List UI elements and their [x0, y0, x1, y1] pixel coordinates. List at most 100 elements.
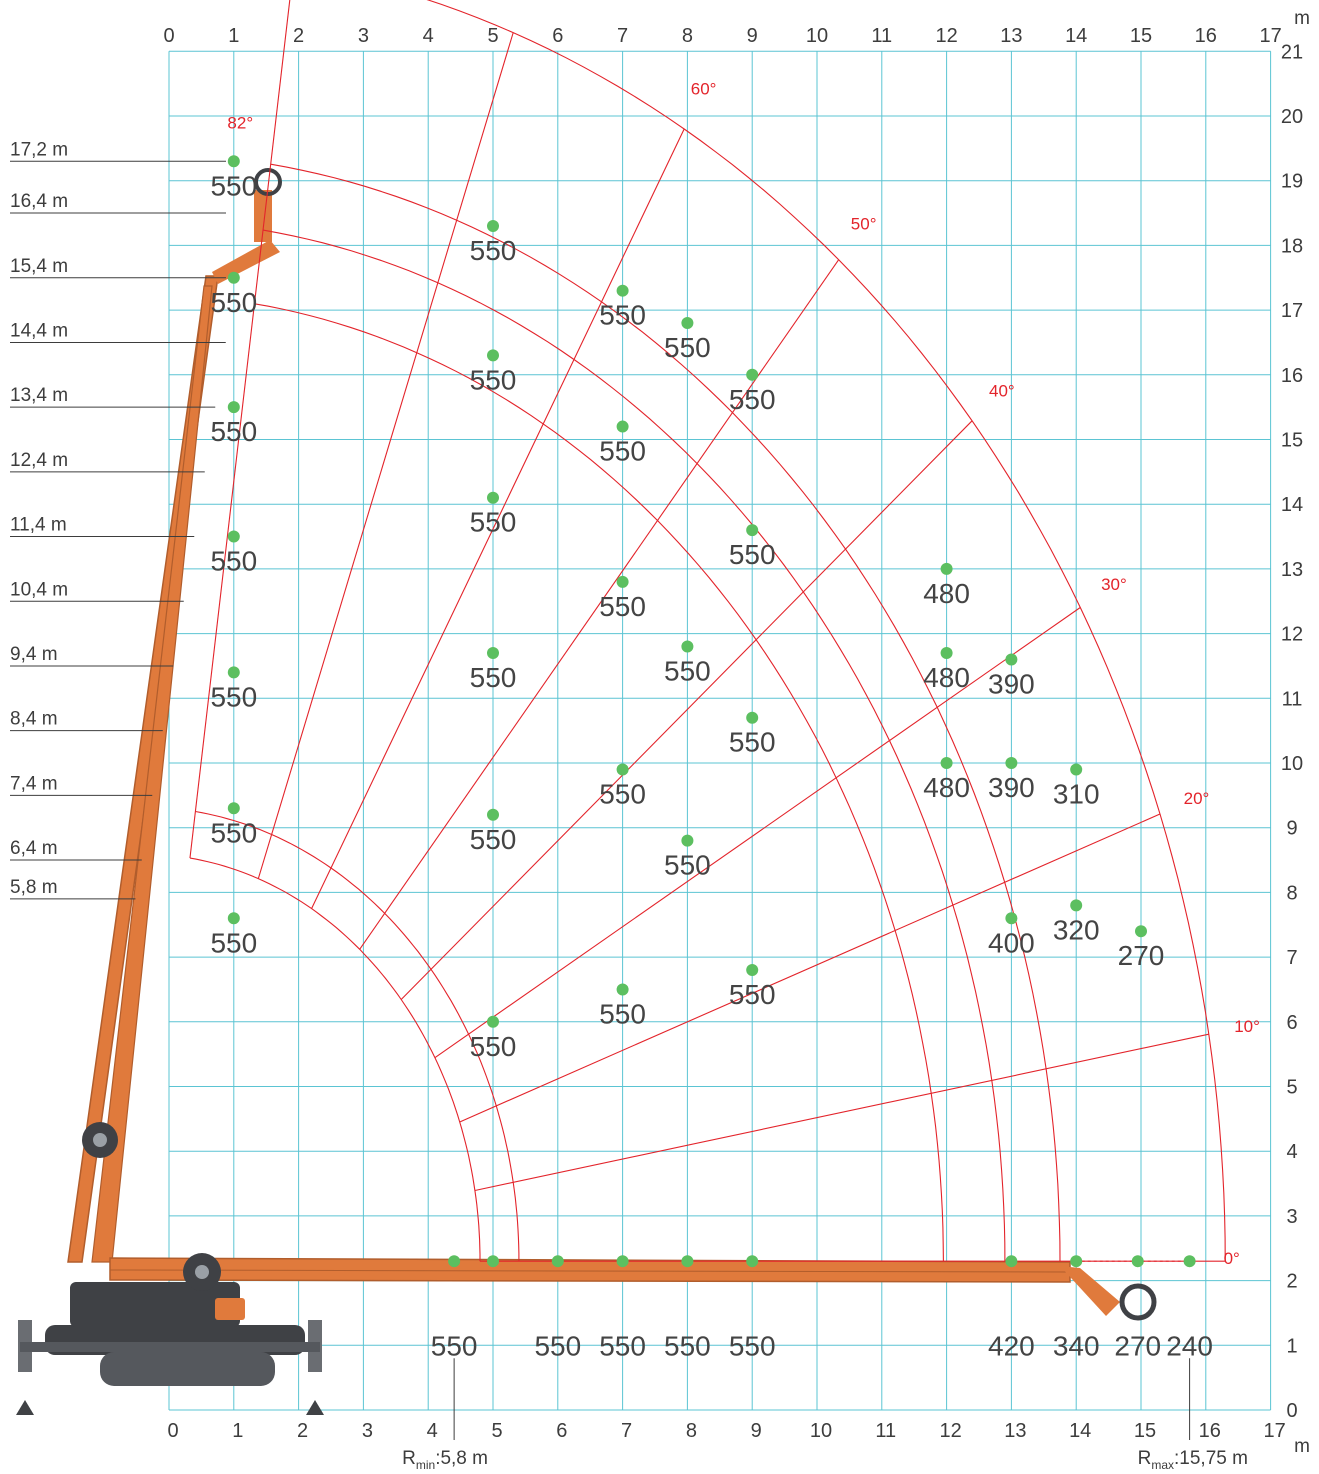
y-tick-label: 1 [1286, 1335, 1297, 1357]
load-point [227, 155, 240, 168]
load-point [1005, 653, 1018, 666]
y-tick-label: 5 [1286, 1077, 1297, 1099]
outrigger-foot-left [16, 1400, 34, 1415]
boom-length-label: 17,2 m [10, 139, 68, 160]
angle-ray [311, 128, 685, 909]
y-tick-label: 9 [1286, 818, 1297, 840]
load-value-label: 550 [470, 364, 517, 395]
load-value-label: 550 [599, 1330, 646, 1361]
x-tick-label-bottom: 11 [875, 1420, 896, 1442]
load-point [227, 912, 240, 925]
boom-length-label: 10,4 m [10, 579, 68, 600]
load-value-label: 340 [1053, 1330, 1100, 1361]
x-tick-label-bottom: 4 [427, 1420, 438, 1442]
load-point [746, 964, 759, 977]
load-value-label: 550 [210, 817, 257, 848]
angle-ray [434, 607, 1081, 1059]
crane-boom-seam [109, 1269, 1071, 1273]
y-tick-label: 15 [1281, 430, 1303, 452]
crane-hook-head [254, 168, 282, 196]
crane-illustration [16, 168, 1157, 1415]
load-point [940, 757, 953, 769]
load-point [681, 640, 694, 653]
load-value-label: 550 [664, 656, 711, 687]
load-point [487, 808, 499, 821]
y-tick-label: 4 [1286, 1141, 1297, 1163]
x-tick-label-top: 0 [163, 25, 174, 47]
x-tick-label-top: 2 [293, 25, 304, 47]
load-point [487, 349, 499, 362]
load-point [681, 834, 694, 847]
load-value-label: 390 [988, 668, 1035, 699]
outrigger-beam [20, 1342, 320, 1352]
x-tick-label-bottom: 15 [1134, 1420, 1156, 1442]
load-point [227, 401, 240, 414]
crane-counterweight [215, 1298, 245, 1320]
load-point [616, 983, 629, 996]
load-point [1070, 1255, 1083, 1268]
angle-ray [189, 0, 291, 859]
boom-length-label: 16,4 m [10, 191, 68, 212]
load-value-label: 390 [988, 772, 1035, 803]
x-tick-label-top: 10 [806, 25, 828, 47]
crane-crawler [100, 1352, 275, 1386]
load-point [1135, 925, 1147, 938]
boom-length-label: 9,4 m [10, 644, 58, 665]
load-value-label: 550 [210, 681, 257, 712]
axes: 0011223344556677889910101111121213131414… [163, 8, 1309, 1457]
angle-label: 82° [227, 113, 253, 132]
x-tick-label-bottom: 1 [232, 1420, 243, 1442]
x-tick-label-top: 4 [423, 25, 434, 47]
boom-length-label: 7,4 m [10, 773, 58, 794]
angle-label: 20° [1184, 789, 1210, 808]
load-point [1131, 1255, 1144, 1268]
load-value-label: 550 [210, 170, 257, 201]
load-point [1005, 1255, 1018, 1268]
y-tick-label: 18 [1281, 235, 1303, 257]
y-tick-label: 6 [1286, 1012, 1297, 1034]
load-point [487, 1015, 499, 1028]
x-tick-label-top: 9 [747, 25, 758, 47]
x-tick-label-bottom: 13 [1004, 1420, 1026, 1442]
angle-ray [359, 259, 840, 950]
x-tick-label-bottom: 0 [167, 1420, 178, 1442]
x-tick-label-bottom: 12 [939, 1420, 961, 1442]
x-tick-label-top: 6 [552, 25, 563, 47]
crane-pulley-hub [195, 1265, 209, 1279]
x-tick-label-top: 15 [1130, 25, 1152, 47]
load-point [487, 219, 499, 232]
radius-arc [426, 0, 1226, 1262]
load-point [448, 1255, 461, 1268]
load-point [227, 530, 240, 543]
angle-ray [474, 1033, 1209, 1192]
load-value-label: 550 [210, 416, 257, 447]
load-value-label: 550 [431, 1330, 478, 1361]
load-point [616, 1255, 629, 1268]
x-tick-label-top: 17 [1259, 25, 1281, 47]
boom-length-label: 11,4 m [10, 515, 67, 536]
x-tick-label-bottom: 9 [751, 1420, 762, 1442]
crane-boom-support [91, 285, 213, 1263]
boom-length-label: 8,4 m [10, 709, 58, 730]
unit-label-bottom: m [1294, 1436, 1310, 1457]
x-tick-label-top: 5 [487, 25, 498, 47]
boom-length-label: 15,4 m [10, 256, 68, 277]
load-point [551, 1255, 564, 1268]
y-tick-label: 20 [1281, 106, 1303, 128]
x-tick-label-bottom: 8 [686, 1420, 697, 1442]
load-value-label: 550 [729, 727, 776, 758]
load-point [1070, 899, 1083, 912]
x-tick-label-bottom: 7 [621, 1420, 632, 1442]
angle-label: 0° [1224, 1249, 1240, 1268]
load-point [487, 1255, 499, 1268]
load-value-label: 550 [534, 1330, 581, 1361]
y-tick-label: 11 [1282, 688, 1303, 710]
load-value-label: 550 [210, 287, 257, 318]
x-tick-label-top: 1 [228, 25, 239, 47]
load-point [746, 1255, 759, 1268]
y-tick-label: 2 [1286, 1271, 1297, 1293]
load-point [940, 647, 953, 660]
load-value-label: 400 [988, 927, 1035, 958]
boom-length-label: 6,4 m [10, 838, 58, 859]
